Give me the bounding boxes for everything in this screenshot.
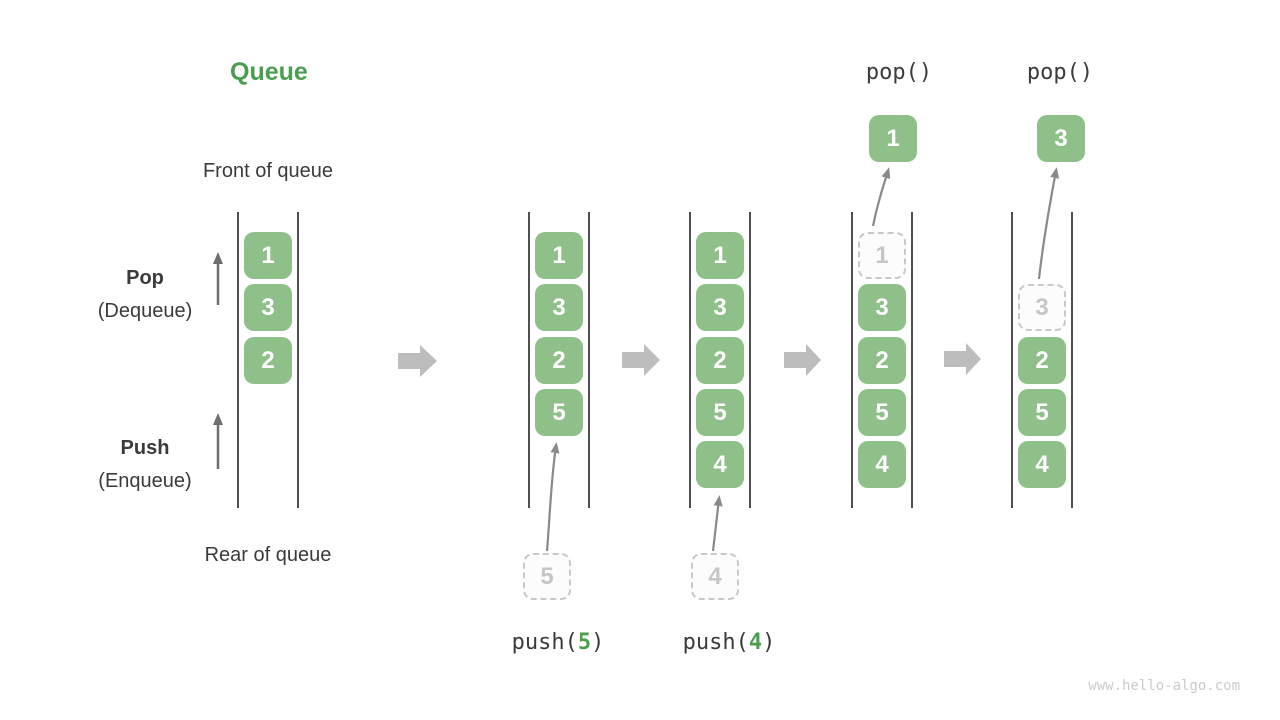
queue-column-4: 1 3 2 5 4 — [851, 212, 913, 508]
push-call-label: push(4) — [629, 630, 829, 655]
incoming-element: 5 — [523, 553, 571, 600]
front-of-queue-label: Front of queue — [202, 160, 334, 182]
queue-element: 5 — [858, 389, 906, 436]
dequeue-label: (Dequeue) — [97, 300, 193, 322]
queue-element: 2 — [1018, 337, 1066, 384]
pop-call-label: pop() — [1026, 60, 1094, 85]
pop-call-label: pop() — [865, 60, 933, 85]
page-title: Queue — [230, 58, 308, 86]
push-fn-text: push( — [511, 630, 578, 655]
queue-element: 3 — [858, 284, 906, 331]
queue-element: 3 — [244, 284, 292, 331]
push-label: Push — [120, 437, 170, 459]
queue-element: 2 — [858, 337, 906, 384]
queue-element: 3 — [696, 284, 744, 331]
state-flow-arrow-3 — [784, 344, 821, 376]
push-arg-value: 4 — [748, 630, 763, 655]
queue-element: 5 — [1018, 389, 1066, 436]
queue-element: 4 — [696, 441, 744, 488]
push-close-paren: ) — [591, 630, 605, 655]
watermark: www.hello-algo.com — [1088, 678, 1240, 694]
queue-column-1: 1 3 2 — [237, 212, 299, 508]
queue-element: 5 — [696, 389, 744, 436]
queue-element-popped: 3 — [1018, 284, 1066, 331]
incoming-element: 4 — [691, 553, 739, 600]
pop-label: Pop — [126, 267, 164, 289]
state-flow-arrow-1 — [398, 345, 437, 377]
queue-element: 1 — [244, 232, 292, 279]
queue-element: 4 — [858, 441, 906, 488]
queue-column-3: 1 3 2 5 4 — [689, 212, 751, 508]
queue-element: 3 — [535, 284, 583, 331]
popped-element: 3 — [1037, 115, 1085, 162]
queue-element-popped: 1 — [858, 232, 906, 279]
push-fn-text: push( — [682, 630, 749, 655]
queue-element: 2 — [535, 337, 583, 384]
rear-of-queue-label: Rear of queue — [204, 544, 332, 566]
state-flow-arrow-2 — [622, 344, 660, 376]
queue-element: 2 — [244, 337, 292, 384]
push-operation-label: Push (Enqueue) — [65, 432, 225, 498]
enqueue-label: (Enqueue) — [98, 470, 192, 492]
state-flow-arrow-4 — [944, 343, 981, 375]
queue-column-2: 1 3 2 5 — [528, 212, 590, 508]
push-close-paren: ) — [762, 630, 776, 655]
queue-element: 2 — [696, 337, 744, 384]
queue-element: 1 — [696, 232, 744, 279]
queue-element: 4 — [1018, 441, 1066, 488]
push-call-label: push(5) — [458, 630, 658, 655]
popped-element: 1 — [869, 115, 917, 162]
queue-element: 1 — [535, 232, 583, 279]
queue-column-5: 3 2 5 4 — [1011, 212, 1073, 508]
pop-operation-label: Pop (Dequeue) — [65, 262, 225, 328]
queue-element: 5 — [535, 389, 583, 436]
push-arg-value: 5 — [577, 630, 592, 655]
